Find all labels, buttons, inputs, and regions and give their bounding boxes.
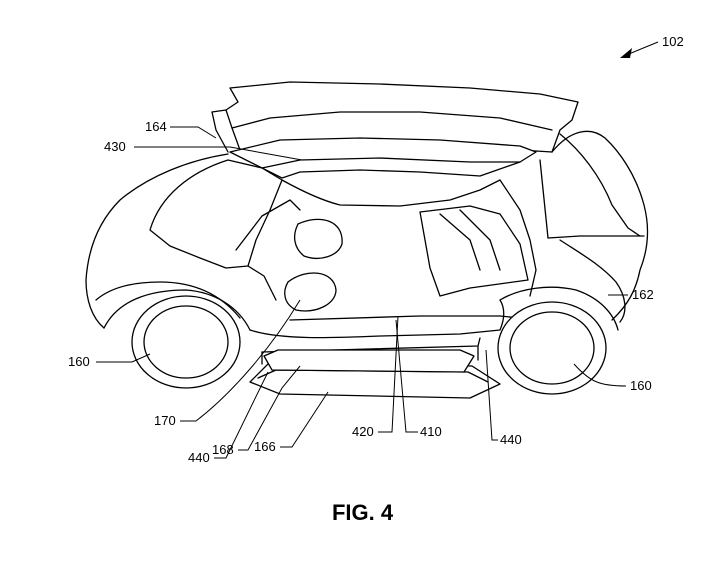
front-wheel <box>131 295 241 389</box>
label-door-opening: 170 <box>154 413 176 428</box>
leader-lines <box>96 41 659 459</box>
label-roof: 164 <box>145 119 167 134</box>
label-rear-wheel: 160 <box>630 378 652 393</box>
figure-caption: FIG. 4 <box>331 500 394 525</box>
reference-labels: 102 164 430 162 160 160 170 440 168 166 … <box>68 34 684 465</box>
label-roof-panel: 430 <box>104 139 126 154</box>
label-inner-frame: 168 <box>212 442 234 457</box>
rear-wheel <box>497 301 607 395</box>
vehicle-body <box>85 130 649 353</box>
label-rear-body: 162 <box>632 287 654 302</box>
roof-inner-panel <box>229 137 537 179</box>
label-floor: 420 <box>352 424 374 439</box>
label-vehicle: 102 <box>662 34 684 49</box>
battery-assembly <box>249 345 501 399</box>
label-battery-pack: 166 <box>254 439 276 454</box>
label-left-rail: 440 <box>188 450 210 465</box>
label-front-wheel: 160 <box>68 354 90 369</box>
label-cabin: 410 <box>420 424 442 439</box>
label-right-rail: 440 <box>500 432 522 447</box>
